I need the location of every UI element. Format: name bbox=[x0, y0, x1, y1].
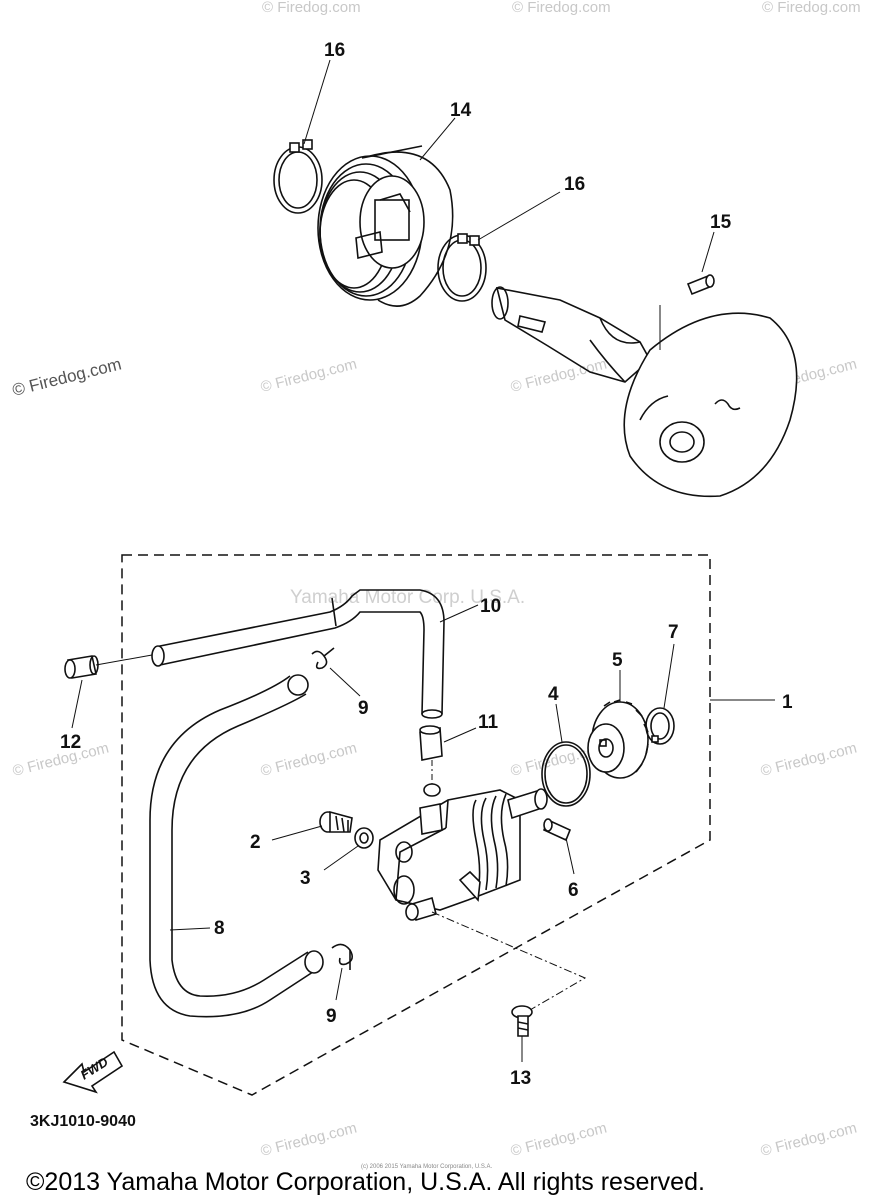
leader-15 bbox=[701, 231, 715, 273]
pump-body bbox=[377, 783, 548, 922]
watermark: © Firedog.com bbox=[10, 354, 123, 399]
watermark: © Firedog.com bbox=[259, 740, 359, 780]
watermark: © Firedog.com bbox=[259, 356, 359, 396]
circlip-16-left bbox=[273, 139, 323, 214]
leader-11 bbox=[443, 727, 477, 743]
callout-3: 3 bbox=[300, 868, 311, 889]
hose-clip-9-upper bbox=[311, 647, 335, 670]
impeller-shaft bbox=[491, 286, 652, 383]
leader-14 bbox=[419, 117, 456, 161]
watermarks: © Firedog.com © Firedog.com © Firedog.co… bbox=[10, 0, 860, 1160]
watermark: © Firedog.com bbox=[509, 356, 609, 396]
assembly-boundary bbox=[121, 554, 711, 1096]
collar-11 bbox=[419, 725, 443, 761]
callout-16-right: 16 bbox=[564, 174, 585, 195]
callout-14: 14 bbox=[450, 100, 472, 121]
hose-10 bbox=[151, 589, 445, 719]
watermark: © Firedog.com bbox=[512, 0, 611, 16]
callout-15: 15 bbox=[710, 212, 732, 233]
watermark: © Firedog.com bbox=[759, 1120, 859, 1160]
tiny-footer: (c) 2006 2015 Yamaha Motor Corporation, … bbox=[361, 1164, 493, 1170]
callout-5: 5 bbox=[612, 650, 623, 671]
pulley-14 bbox=[317, 145, 454, 307]
leader-10 bbox=[439, 604, 479, 623]
fwd-arrow: FWD bbox=[62, 1050, 124, 1094]
leader-9-lower bbox=[335, 967, 343, 1001]
diagram-code: 3KJ1010-9040 bbox=[30, 1113, 136, 1130]
callout-16-left: 16 bbox=[324, 40, 345, 61]
callout-1: 1 bbox=[782, 692, 793, 713]
pin-6 bbox=[542, 818, 572, 842]
bolt-2 bbox=[319, 810, 353, 833]
leader-16-right bbox=[477, 191, 561, 241]
callout-4: 4 bbox=[548, 684, 559, 705]
impeller-disc bbox=[623, 312, 798, 498]
callout-13: 13 bbox=[510, 1068, 531, 1089]
circlip-7 bbox=[645, 707, 675, 745]
leader-12 bbox=[71, 679, 83, 729]
watermark: © Firedog.com bbox=[262, 0, 361, 16]
pin-15 bbox=[686, 274, 715, 296]
washer-3 bbox=[354, 827, 374, 849]
watermark: © Firedog.com bbox=[509, 1120, 609, 1160]
watermark: © Firedog.com bbox=[762, 0, 861, 16]
leader-13-path bbox=[431, 911, 587, 1011]
circlip-16-right bbox=[437, 233, 487, 302]
hose-clip-9-lower bbox=[331, 943, 354, 970]
hose-8 bbox=[149, 674, 324, 1018]
callout-6: 6 bbox=[568, 880, 579, 901]
callout-7: 7 bbox=[668, 622, 679, 643]
leader-3 bbox=[323, 845, 359, 871]
callout-9-lower: 9 bbox=[326, 1006, 337, 1027]
callout-8: 8 bbox=[214, 918, 225, 939]
leader-4 bbox=[555, 703, 563, 743]
callout-10: 10 bbox=[480, 596, 501, 617]
callout-2: 2 bbox=[250, 832, 261, 853]
leader-16-left bbox=[303, 59, 331, 145]
leader-6 bbox=[565, 837, 575, 875]
gear-5 bbox=[587, 699, 649, 779]
leader-8 bbox=[169, 927, 211, 931]
leader-7 bbox=[663, 643, 675, 709]
callout-9-upper: 9 bbox=[358, 698, 369, 719]
leader-12-link bbox=[95, 654, 153, 666]
faint-watermark: Yamaha Motor Corp. U.S.A. bbox=[290, 587, 525, 608]
watermark: © Firedog.com bbox=[759, 740, 859, 780]
watermark: © Firedog.com bbox=[259, 1120, 359, 1160]
leader-2 bbox=[271, 825, 323, 841]
screw-13 bbox=[511, 1005, 533, 1037]
callout-12: 12 bbox=[60, 732, 81, 753]
copyright-notice: ©2013 Yamaha Motor Corporation, U.S.A. A… bbox=[26, 1168, 705, 1196]
leader-9-upper bbox=[329, 667, 361, 697]
cap-12 bbox=[64, 655, 99, 679]
callout-labels: 16 14 16 15 10 7 5 4 1 9 11 12 2 3 6 8 9… bbox=[60, 40, 793, 1089]
o-ring-4 bbox=[541, 741, 591, 807]
callout-11: 11 bbox=[478, 712, 499, 733]
